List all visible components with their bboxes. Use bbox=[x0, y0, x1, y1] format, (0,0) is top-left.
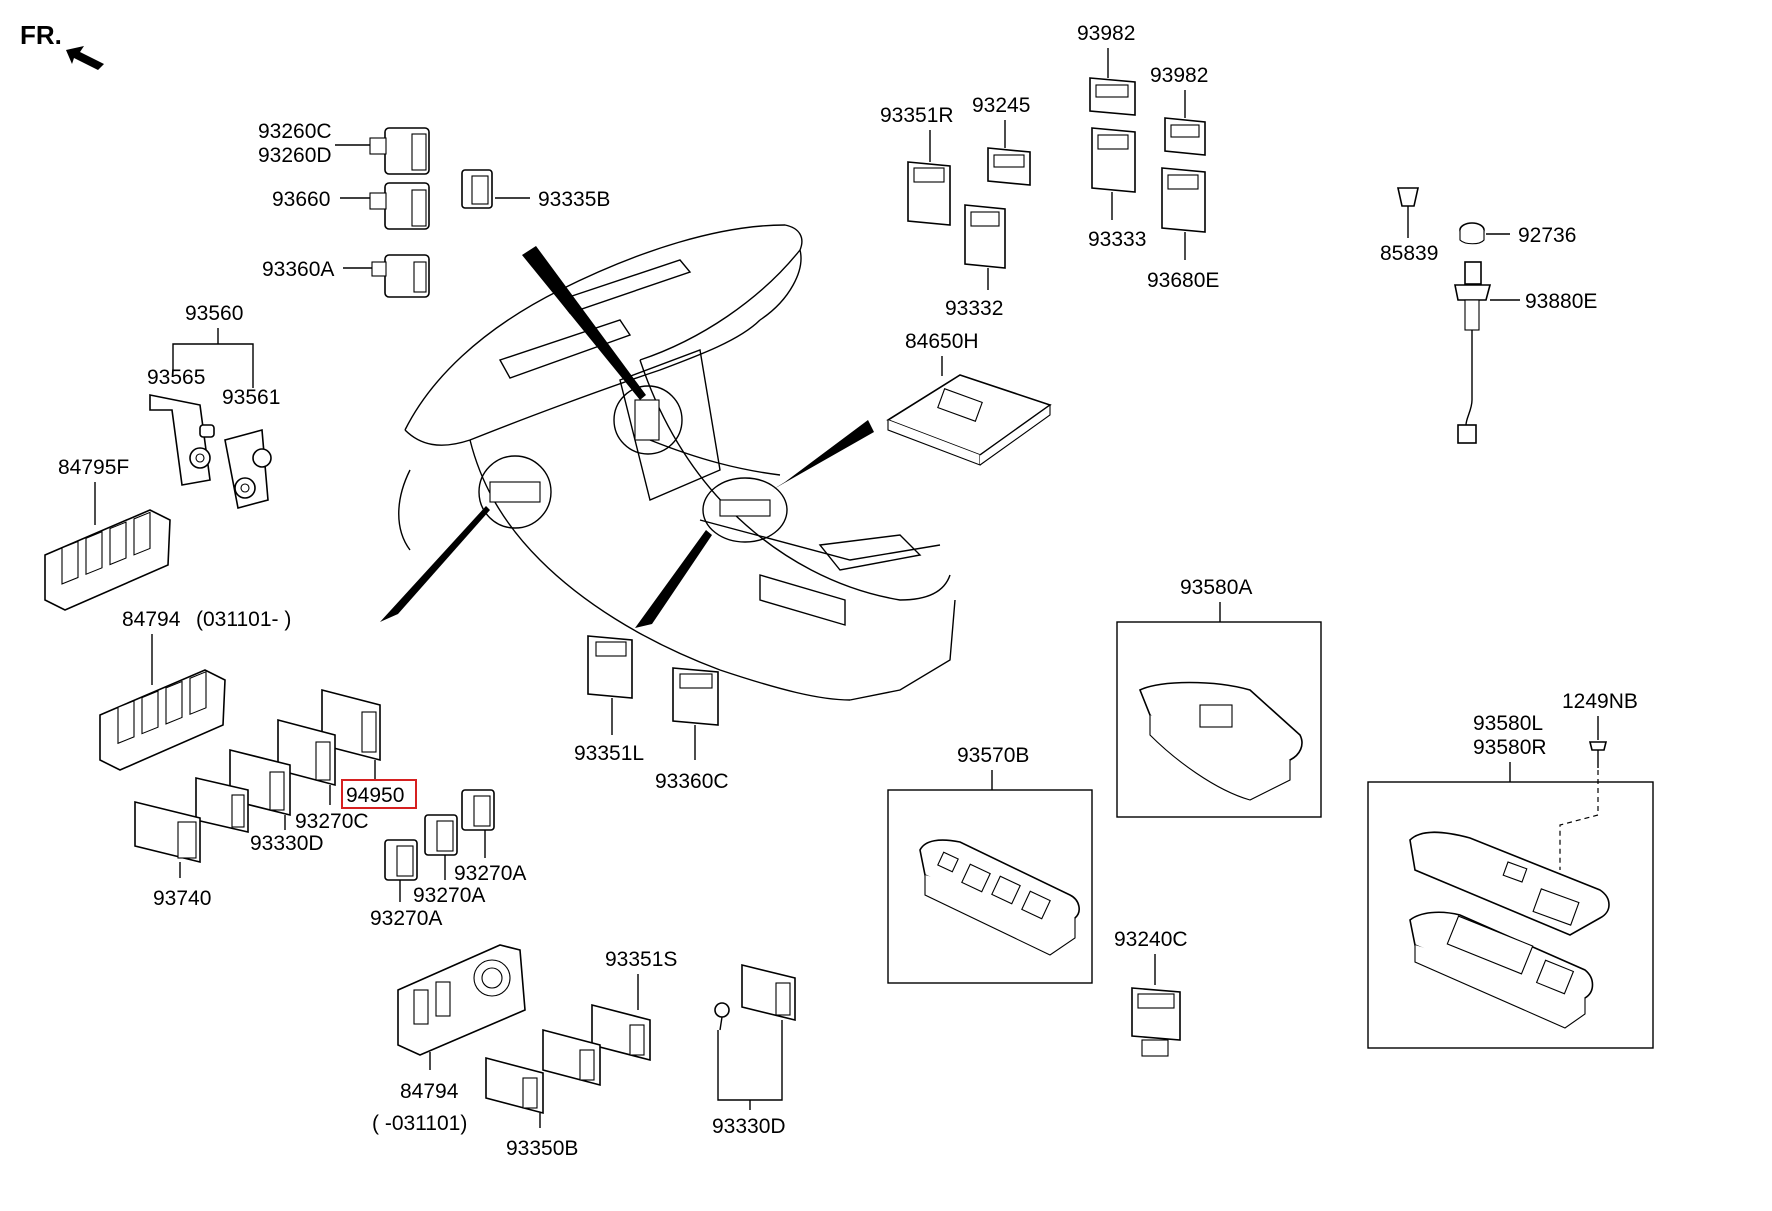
label-93351L: 93351L bbox=[574, 742, 644, 765]
label-93270A-a: 93270A bbox=[454, 862, 526, 885]
switch-93270A-b bbox=[424, 814, 458, 856]
label-93260C: 93260C bbox=[258, 120, 332, 143]
label-93270A-b: 93270A bbox=[413, 884, 485, 907]
label-93333: 93333 bbox=[1088, 228, 1146, 251]
pointer-wedge-top bbox=[522, 246, 646, 400]
label-93580A: 93580A bbox=[1180, 576, 1252, 599]
switch-93982-b bbox=[1164, 117, 1206, 156]
switch-93740 bbox=[134, 800, 201, 864]
frame-93570B bbox=[887, 789, 1093, 984]
label-94950: 94950 bbox=[346, 784, 404, 807]
label-93260D: 93260D bbox=[258, 144, 332, 167]
highlight-box-94950 bbox=[341, 779, 417, 809]
label-93660: 93660 bbox=[272, 188, 330, 211]
pointer-wedge-left bbox=[380, 506, 490, 622]
switch-93245 bbox=[987, 147, 1031, 186]
switch-94950 bbox=[321, 688, 381, 762]
switch-93351R bbox=[907, 161, 951, 226]
label-93270A-c: 93270A bbox=[370, 907, 442, 930]
label-93982-b: 93982 bbox=[1150, 64, 1208, 87]
cap-92736 bbox=[1459, 222, 1485, 245]
label-93360A: 93360A bbox=[262, 258, 334, 281]
label-93351S: 93351S bbox=[605, 948, 677, 971]
screw-1249NB bbox=[1588, 741, 1608, 768]
sensor-93565 bbox=[149, 394, 215, 486]
clip-93330D bbox=[714, 1002, 730, 1031]
label-84794-top: 84794 bbox=[122, 608, 181, 631]
label-93360C: 93360C bbox=[655, 770, 729, 793]
label-84794-bottom-note: ( -031101) bbox=[372, 1112, 467, 1135]
label-84795F: 84795F bbox=[58, 456, 129, 479]
switch-93333 bbox=[1091, 127, 1136, 193]
label-93351R: 93351R bbox=[880, 104, 954, 127]
switch-93880E bbox=[1454, 261, 1492, 444]
switch-93332 bbox=[964, 204, 1006, 269]
label-93740: 93740 bbox=[153, 887, 211, 910]
label-93330D-bottom: 93330D bbox=[712, 1115, 786, 1138]
label-93245: 93245 bbox=[972, 94, 1030, 117]
switch-mid-bottom bbox=[542, 1028, 601, 1087]
pointer-wedge-right bbox=[772, 420, 874, 490]
label-93240C: 93240C bbox=[1114, 928, 1188, 951]
switch-93351S bbox=[591, 1003, 651, 1062]
label-85839: 85839 bbox=[1380, 242, 1438, 265]
label-93561: 93561 bbox=[222, 386, 280, 409]
label-93270C: 93270C bbox=[295, 810, 369, 833]
label-93680E: 93680E bbox=[1147, 269, 1219, 292]
frame-93580A bbox=[1116, 621, 1322, 818]
label-93560: 93560 bbox=[185, 302, 243, 325]
dashboard-illustration bbox=[398, 224, 956, 701]
label-93580L: 93580L bbox=[1473, 712, 1543, 735]
label-93580R: 93580R bbox=[1473, 736, 1547, 759]
switch-93351L bbox=[587, 635, 633, 699]
clip-85839 bbox=[1397, 187, 1419, 220]
label-93565: 93565 bbox=[147, 366, 205, 389]
bezel-84794-top bbox=[99, 669, 226, 771]
label-84794-bottom: 84794 bbox=[400, 1080, 459, 1103]
switch-assy-93570B bbox=[919, 839, 1080, 956]
panel-84650H bbox=[886, 374, 1052, 466]
bezel-84794-bottom bbox=[397, 944, 526, 1056]
switch-93260 bbox=[369, 127, 430, 175]
switch-93360A bbox=[371, 254, 430, 298]
switch-93330D-bottom bbox=[741, 963, 796, 1022]
bezel-84795F bbox=[44, 509, 171, 611]
switch-assy-93580A bbox=[1138, 681, 1303, 801]
switch-93680E bbox=[1161, 167, 1206, 233]
label-93330D-left: 93330D bbox=[250, 832, 324, 855]
switch-93240C bbox=[1131, 987, 1181, 1057]
front-arrow-icon bbox=[66, 46, 104, 70]
switch-93350B bbox=[485, 1056, 544, 1115]
switch-small-left bbox=[195, 776, 249, 834]
pointer-wedge-bottom bbox=[635, 530, 712, 628]
label-84650H: 84650H bbox=[905, 330, 979, 353]
label-93335B: 93335B bbox=[538, 188, 610, 211]
switch-93660 bbox=[369, 182, 430, 230]
frame-93580L bbox=[1367, 781, 1654, 1049]
label-92736: 92736 bbox=[1518, 224, 1576, 247]
label-93350B: 93350B bbox=[506, 1137, 578, 1160]
label-93982-a: 93982 bbox=[1077, 22, 1135, 45]
switch-93270A-c bbox=[384, 839, 418, 881]
label-84794-top-note: (031101- ) bbox=[196, 608, 291, 631]
label-93570B: 93570B bbox=[957, 744, 1029, 767]
label-93880E: 93880E bbox=[1525, 290, 1597, 313]
label-1249NB: 1249NB bbox=[1562, 690, 1638, 713]
switch-93360C bbox=[672, 667, 719, 726]
switch-93982-a bbox=[1089, 77, 1136, 116]
sensor-93561 bbox=[224, 428, 272, 509]
switch-assy-93580L bbox=[1409, 831, 1610, 1029]
switch-93270A-a bbox=[461, 789, 495, 831]
switch-93335B bbox=[461, 169, 493, 209]
front-direction-label: FR. bbox=[20, 20, 62, 50]
switch-93270C bbox=[277, 718, 336, 787]
label-93332: 93332 bbox=[945, 297, 1003, 320]
